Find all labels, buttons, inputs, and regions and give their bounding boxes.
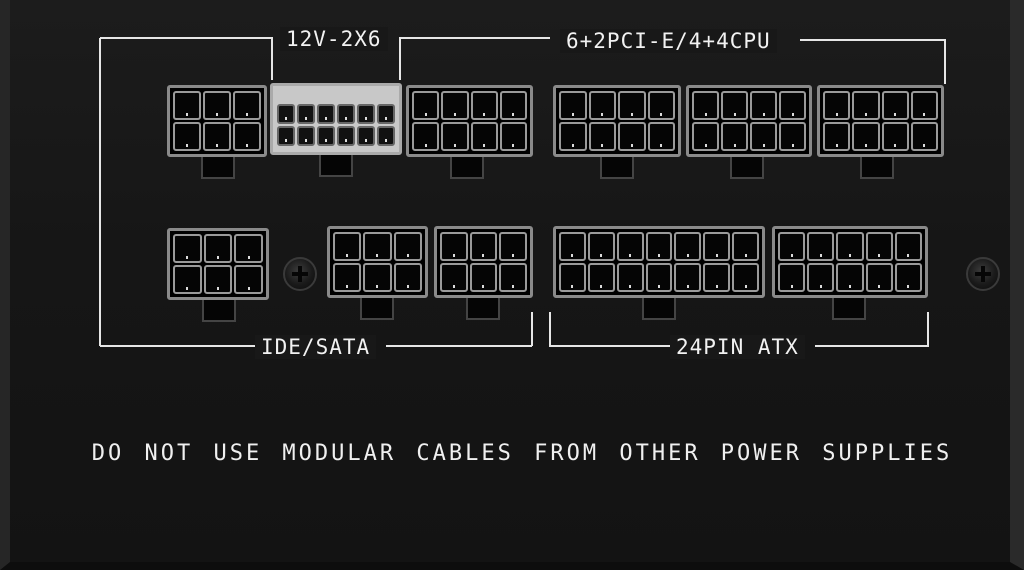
connector-top-1[interactable] [167, 85, 267, 157]
connector-latch [466, 298, 500, 320]
connector-latch [450, 157, 484, 179]
connector-latch [860, 157, 894, 179]
connector-latch [202, 300, 236, 322]
connector-24pin-atx-aux[interactable] [772, 226, 928, 298]
connector-pcie-cpu-2[interactable] [686, 85, 812, 157]
connector-12v-2x6[interactable] [270, 83, 402, 155]
connector-latch [642, 298, 676, 320]
connector-latch [730, 157, 764, 179]
label-pcie-cpu: 6+2PCI-E/4+4CPU [560, 29, 777, 53]
screw-icon [283, 257, 317, 291]
connector-latch [201, 157, 235, 179]
screw-icon [966, 257, 1000, 291]
connector-ide-sata-3[interactable] [434, 226, 533, 298]
connector-latch [832, 298, 866, 320]
connector-latch [319, 155, 353, 177]
bracket-lines [99, 37, 946, 347]
connector-24pin-atx-main[interactable] [553, 226, 765, 298]
label-24pin-atx: 24PIN ATX [670, 335, 805, 359]
label-ide-sata: IDE/SATA [255, 335, 377, 359]
connector-pcie-cpu-3[interactable] [817, 85, 944, 157]
connector-ide-sata-1[interactable] [167, 228, 269, 300]
connector-latch [600, 157, 634, 179]
connector-latch [360, 298, 394, 320]
connector-top-3[interactable] [406, 85, 533, 157]
connector-ide-sata-2[interactable] [327, 226, 428, 298]
label-12v-2x6: 12V-2X6 [280, 27, 388, 51]
connector-pcie-cpu-1[interactable] [553, 85, 681, 157]
warning-text: DO NOT USE MODULAR CABLES FROM OTHER POW… [91, 441, 953, 466]
